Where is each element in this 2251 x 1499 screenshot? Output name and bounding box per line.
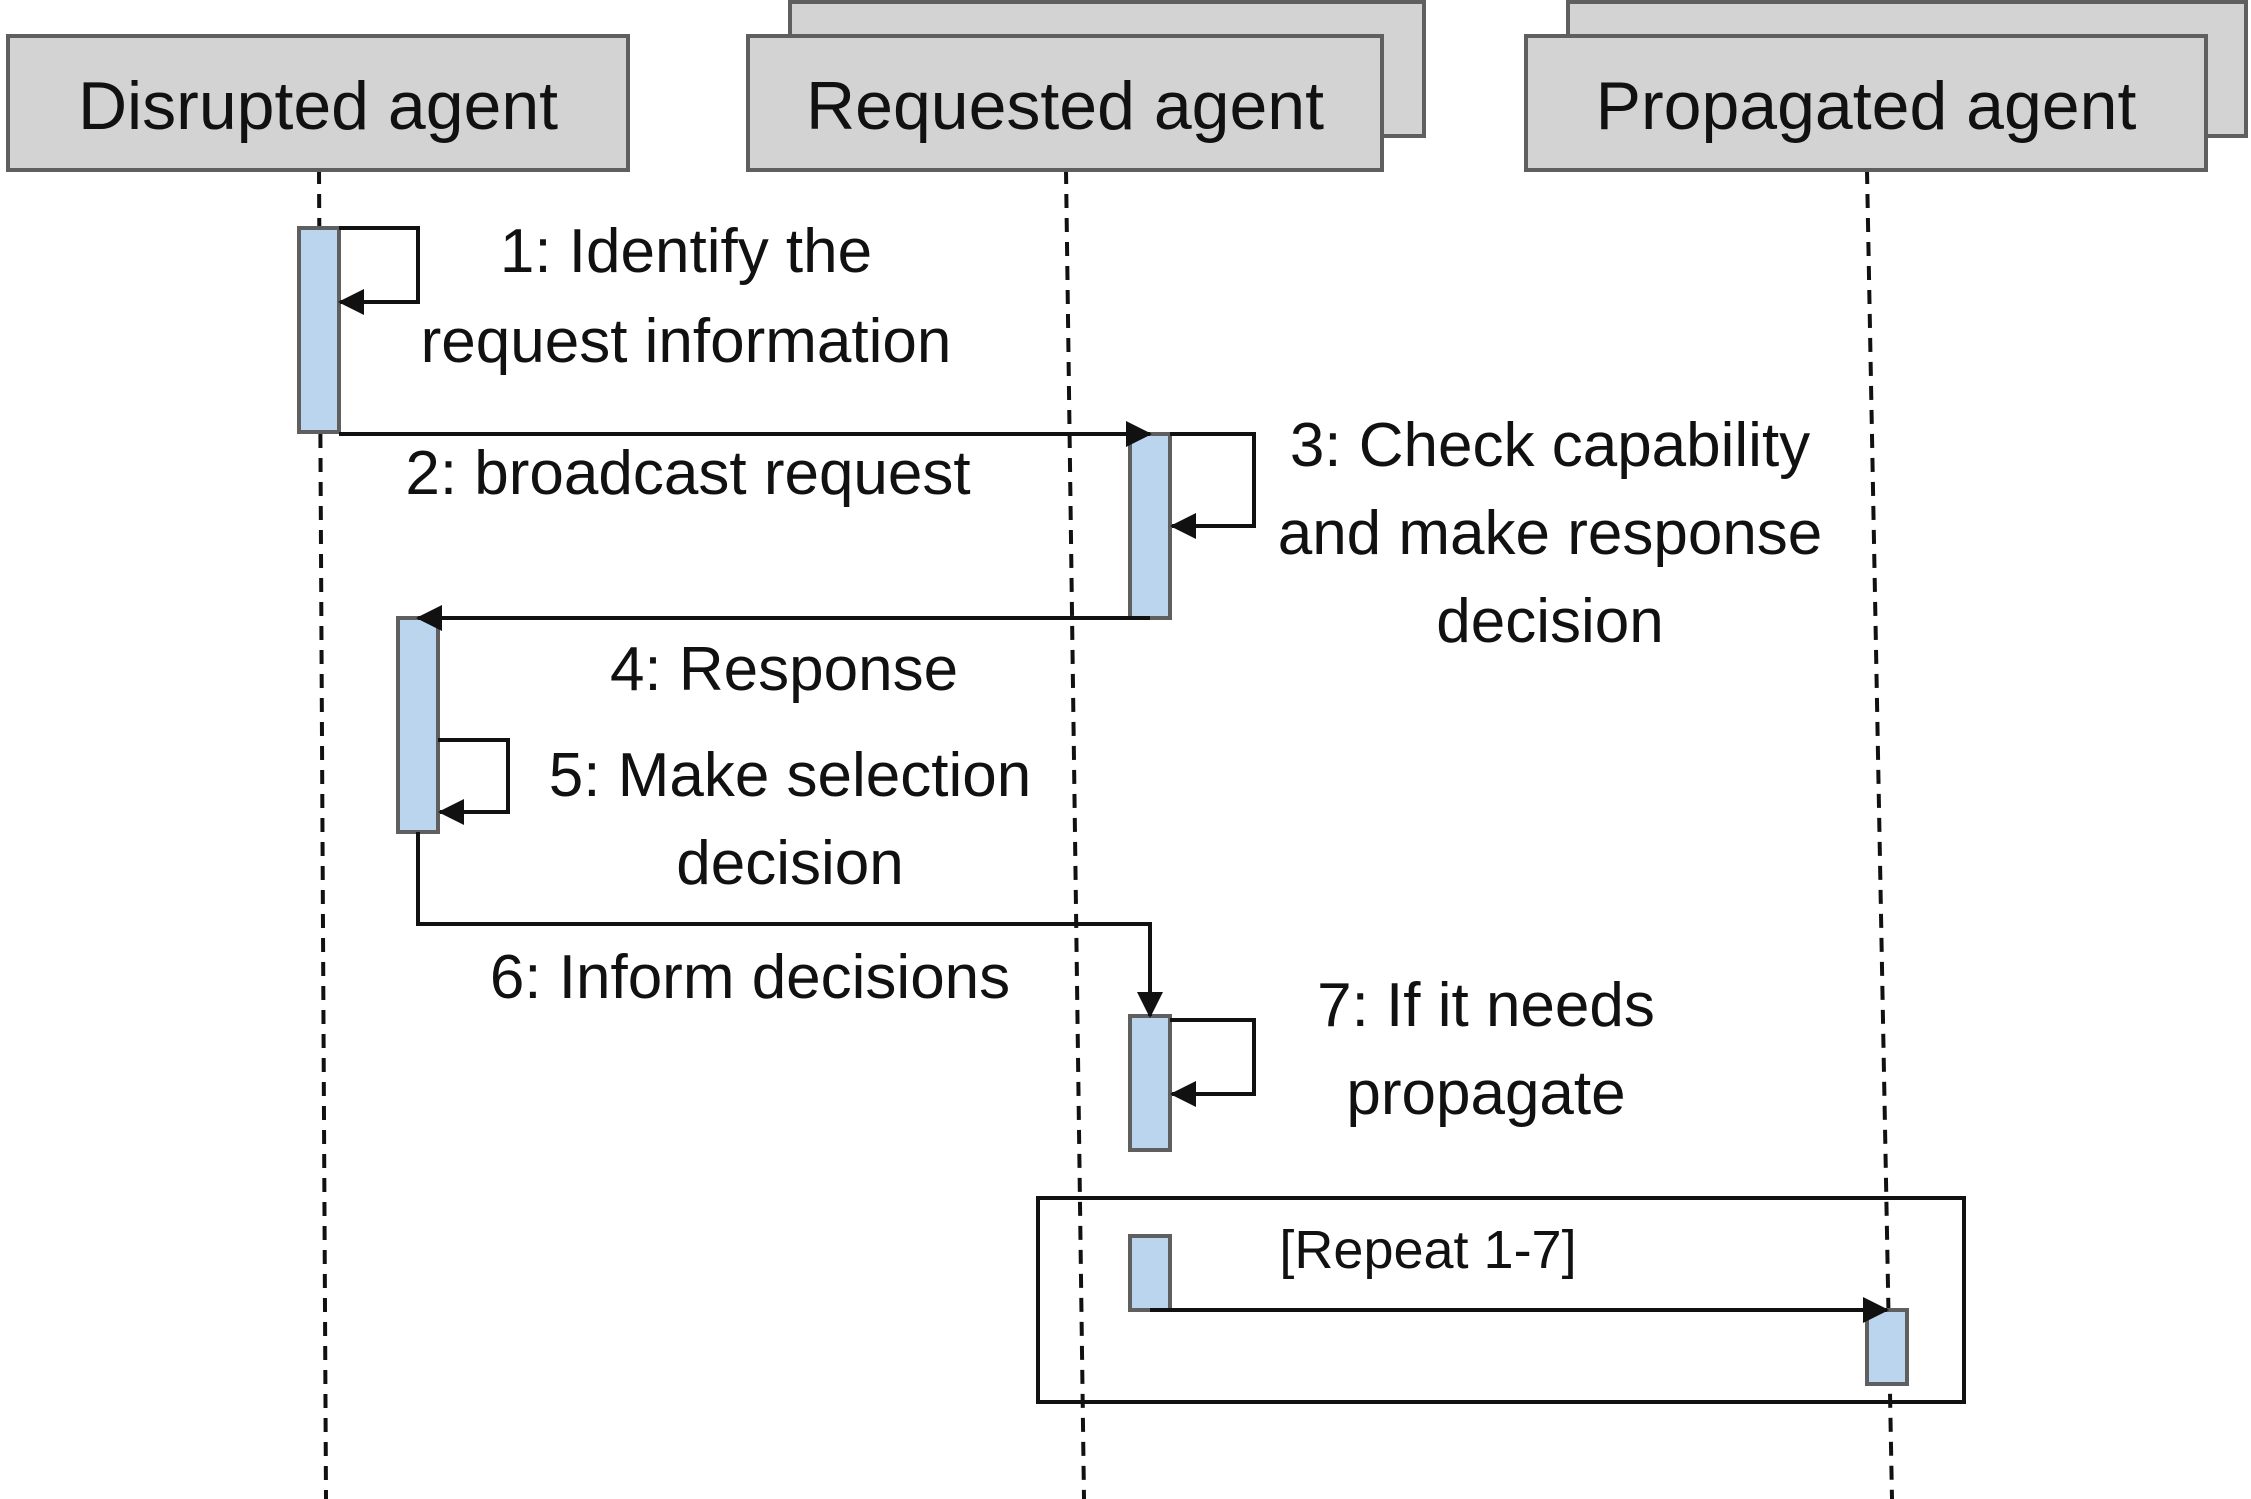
- participant-box: [6, 34, 630, 172]
- message-label: request information: [421, 307, 952, 376]
- message-3-self-call: 3: Check capability and make response de…: [1170, 411, 1822, 656]
- activation-bar-requested-3: [1128, 1234, 1172, 1312]
- participant-requested-agent: Requested agent: [746, 0, 1426, 172]
- self-call-arrow: [1170, 432, 1256, 539]
- message-label: propagate: [1346, 1059, 1625, 1128]
- participant-label: Requested agent: [806, 68, 1324, 144]
- message-label: 6: Inform decisions: [490, 943, 1010, 1012]
- message-label: 7: If it needs: [1317, 971, 1655, 1040]
- message-label: 4: Response: [610, 635, 958, 704]
- message-4-response: 4: Response: [416, 605, 1150, 704]
- self-call-arrow: [338, 226, 420, 315]
- message-5-self-call: 5: Make selection decision: [438, 738, 1031, 898]
- self-call-arrow: [1170, 1018, 1256, 1107]
- activation-bar-propagated-1: [1865, 1308, 1909, 1386]
- fragment-box: [1036, 1196, 1966, 1404]
- message-label: decision: [676, 829, 903, 898]
- repeat-fragment: [Repeat 1-7]: [1036, 1196, 1966, 1404]
- message-label: 5: Make selection: [549, 741, 1031, 810]
- participant-label: Disrupted agent: [78, 68, 558, 144]
- message-label: 2: broadcast request: [405, 439, 970, 508]
- message-2-broadcast: 2: broadcast request: [339, 421, 1152, 508]
- message-7-self-call: 7: If it needs propagate: [1170, 971, 1655, 1128]
- self-call-arrow: [438, 738, 510, 825]
- participant-propagated-agent: Propagated agent: [1524, 0, 2248, 172]
- participant-label: Propagated agent: [1596, 68, 2137, 144]
- message-6-inform-decisions: 6: Inform decisions: [416, 832, 1163, 1018]
- activation-bar-requested-1: [1128, 432, 1172, 620]
- message-1-self-call: 1: Identify the request information: [338, 217, 952, 376]
- message-label: 1: Identify the: [500, 217, 872, 286]
- fragment-label: [Repeat 1-7]: [1279, 1220, 1576, 1280]
- activation-bar-requested-2: [1128, 1014, 1172, 1152]
- participant-box: [746, 34, 1384, 172]
- message-label: 3: Check capability: [1290, 411, 1810, 480]
- activation-bar-disrupted-2: [396, 616, 440, 834]
- message-label: decision: [1436, 587, 1663, 656]
- message-arrow: [416, 832, 1163, 1018]
- activation-bar-disrupted-1: [297, 226, 341, 434]
- participant-disrupted-agent: Disrupted agent: [6, 34, 630, 172]
- lifeline-propagated-agent: [1865, 169, 1894, 1499]
- message-label: and make response: [1278, 499, 1823, 568]
- lifeline-requested-agent: [1064, 169, 1086, 1499]
- participant-box: [1524, 34, 2208, 172]
